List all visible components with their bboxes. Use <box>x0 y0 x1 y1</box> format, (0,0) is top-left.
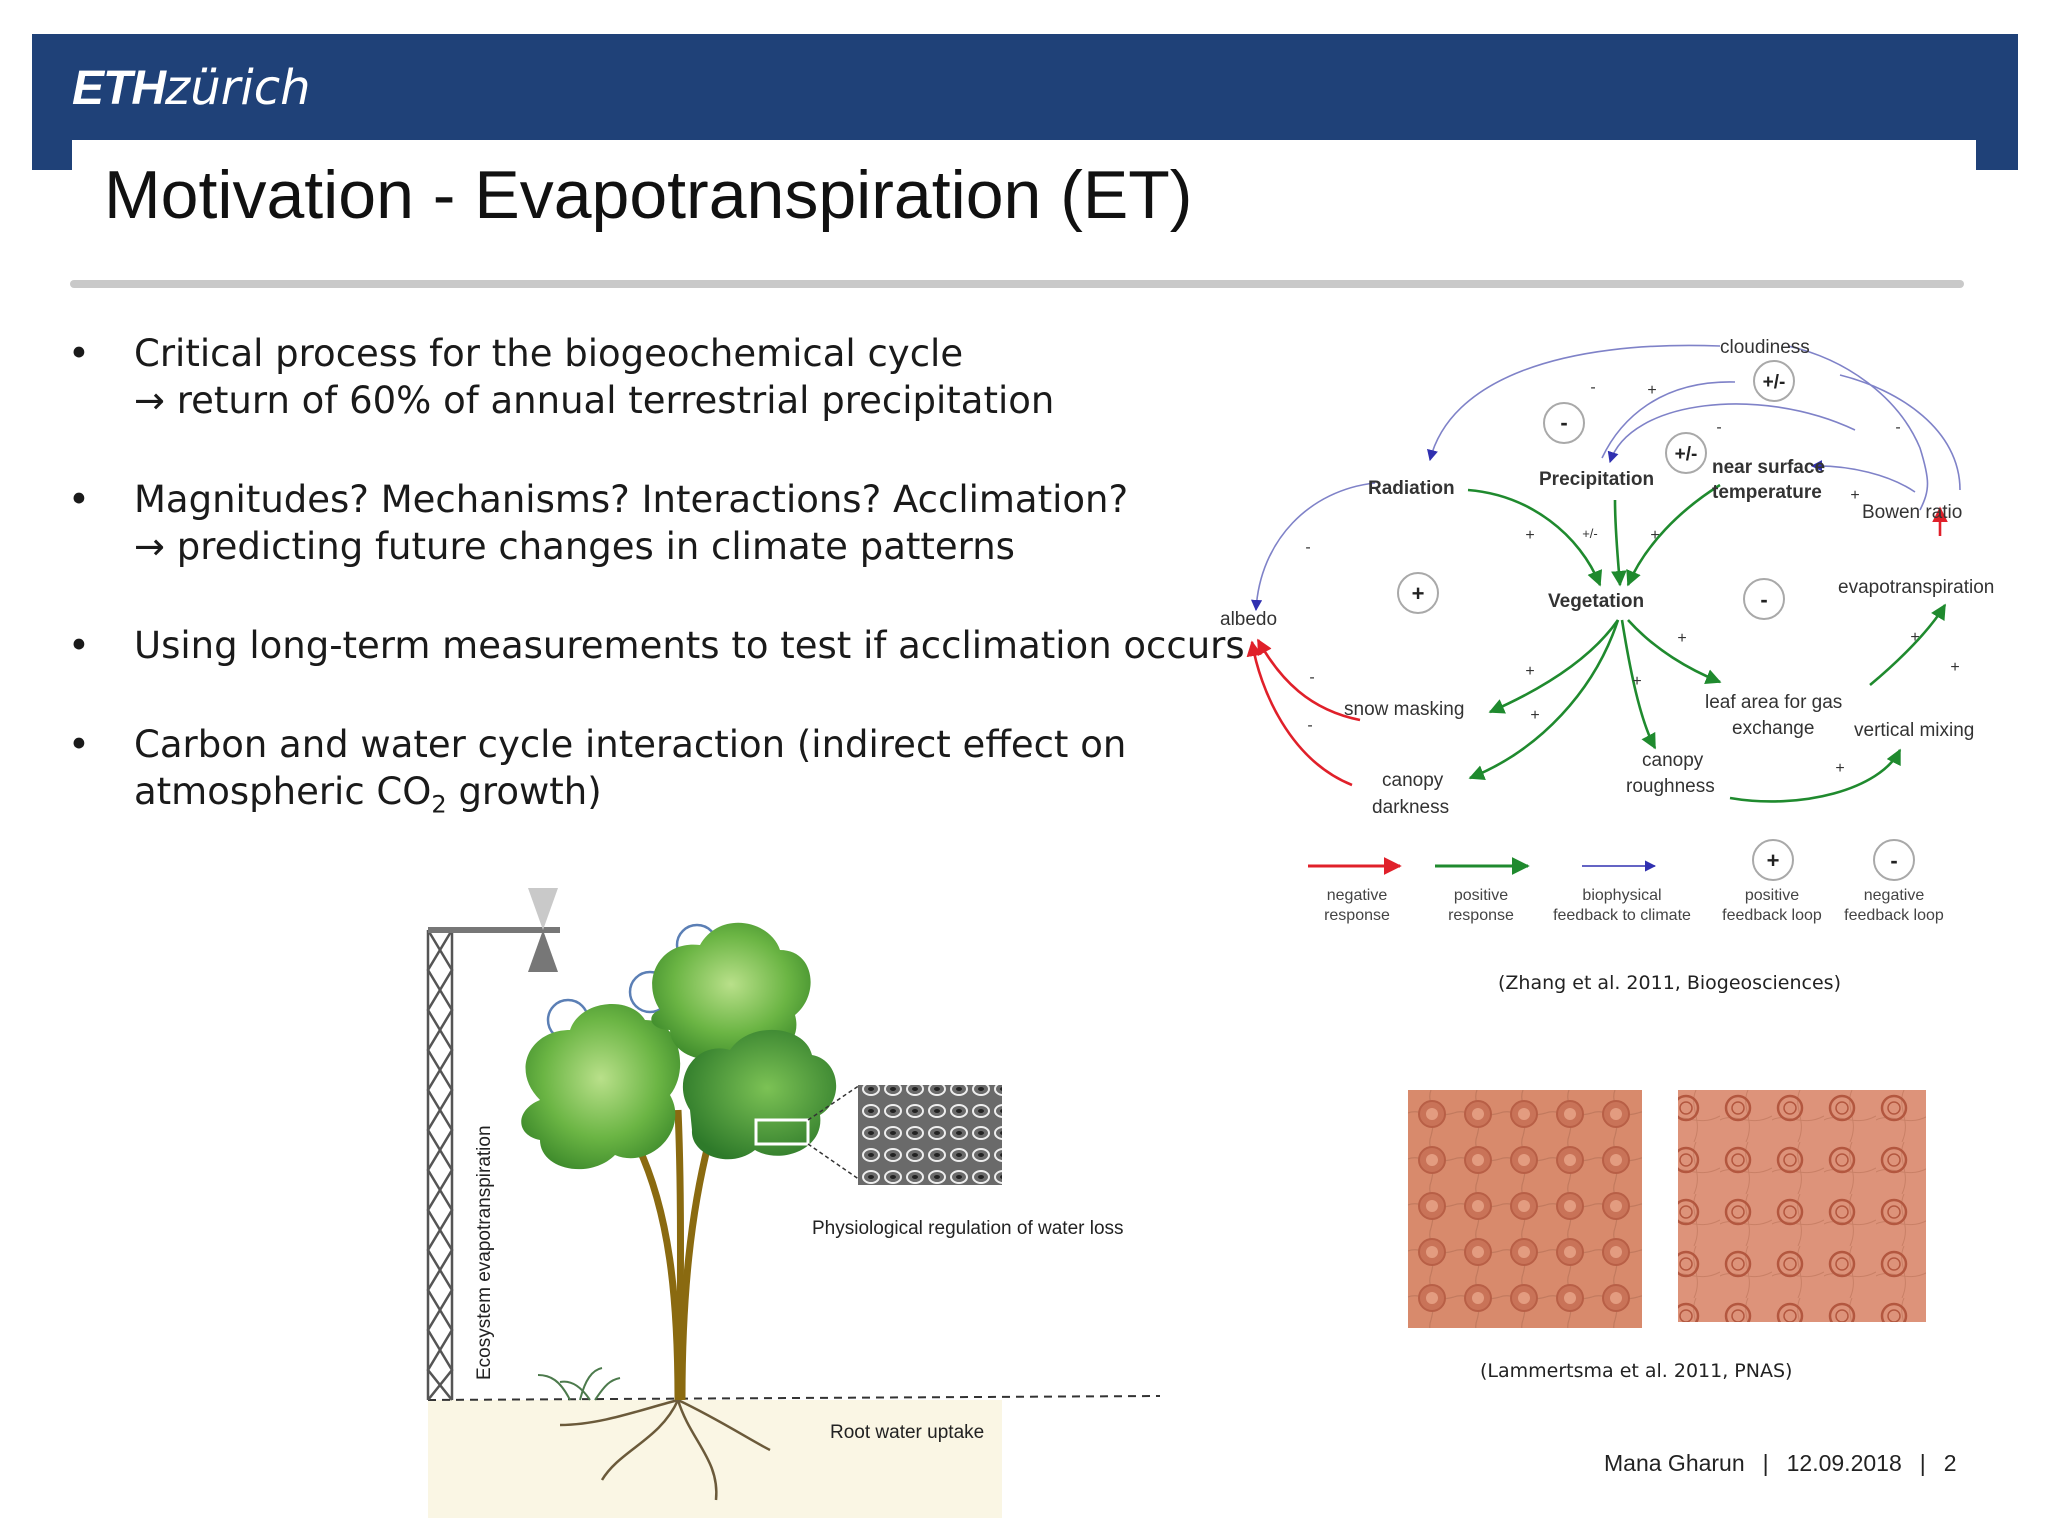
bullet-symbol: • <box>68 624 90 667</box>
bullet-item: • Critical process for the biogeochemica… <box>68 330 1208 424</box>
page-number: 2 <box>1943 1450 1957 1476</box>
svg-text:positive: positive <box>1745 887 1799 904</box>
lammertsma-citation: (Lammertsma et al. 2011, PNAS) <box>1480 1360 1793 1382</box>
eth-logo: ETHzürich <box>72 60 311 116</box>
svg-text:negative: negative <box>1327 887 1388 904</box>
svg-text:+: + <box>1950 659 1959 676</box>
root-uptake-label: Root water uptake <box>830 1422 984 1443</box>
node-radiation: Radiation <box>1368 478 1455 499</box>
diagram-nodes: cloudiness Radiation Precipitation near … <box>1220 337 1994 818</box>
node-albedo: albedo <box>1220 609 1277 630</box>
bullet-text: Critical process for the biogeochemical … <box>134 332 964 375</box>
svg-text:roughness: roughness <box>1626 776 1715 797</box>
node-near-surface: near surface <box>1712 457 1825 478</box>
node-canopy-darkness: canopy <box>1382 770 1444 791</box>
bullet-item: • Using long-term measurements to test i… <box>68 622 1245 669</box>
bullet-symbol: • <box>68 332 90 375</box>
bullet-symbol: • <box>68 723 90 766</box>
footer-date: 12.09.2018 <box>1786 1450 1902 1476</box>
svg-text:-: - <box>1560 410 1567 435</box>
node-precipitation: Precipitation <box>1539 469 1654 490</box>
svg-text:positive: positive <box>1454 887 1508 904</box>
bullet-text: Using long-term measurements to test if … <box>134 624 1245 667</box>
ecosystem-et-label: Ecosystem evapotranspiration <box>474 1125 495 1380</box>
ecosystem-illustration: Ecosystem evapotranspiration Physiologic… <box>426 888 1160 1518</box>
title-divider <box>70 280 1964 288</box>
feedback-diagram: +/- - +/- + - + - - + - - + - + +/- + + … <box>1220 337 1994 924</box>
svg-text:+/-: +/- <box>1763 372 1786 393</box>
positive-arrows <box>1467 483 1947 803</box>
bullet-text: Carbon and water cycle interaction (indi… <box>134 723 1127 766</box>
leaf-zoom-box <box>754 1118 810 1146</box>
loop-markers: +/- - +/- + - + - <box>1412 372 1898 873</box>
bullet-item: • Magnitudes? Mechanisms? Interactions? … <box>68 476 1208 570</box>
node-vegetation: Vegetation <box>1548 591 1644 612</box>
stomata-micrographs <box>1408 1090 1926 1328</box>
negative-arrows <box>1246 506 1948 787</box>
svg-text:+: + <box>1525 527 1534 544</box>
svg-text:+: + <box>1835 760 1844 777</box>
svg-text:-: - <box>1590 379 1595 396</box>
svg-text:+: + <box>1650 527 1659 544</box>
svg-text:-: - <box>1305 539 1310 556</box>
svg-text:+: + <box>1412 581 1425 606</box>
svg-text:-: - <box>1307 717 1312 734</box>
svg-text:exchange: exchange <box>1732 718 1814 739</box>
flux-tower <box>426 927 560 1401</box>
stomata-zoom-image <box>858 1085 1002 1185</box>
node-leaf-area: leaf area for gas <box>1705 692 1842 713</box>
node-cloudiness: cloudiness <box>1720 337 1810 358</box>
node-snow-masking: snow masking <box>1344 699 1464 720</box>
node-bowen-ratio: Bowen ratio <box>1862 502 1962 523</box>
svg-text:-: - <box>1716 419 1721 436</box>
soil-area <box>428 1400 1002 1518</box>
svg-text:-: - <box>1895 419 1900 436</box>
bullet-list: • Critical process for the biogeochemica… <box>68 330 1245 880</box>
svg-text:+: + <box>1910 629 1919 646</box>
svg-text:+/-: +/- <box>1675 444 1698 465</box>
node-evapotranspiration: evapotranspiration <box>1838 577 1994 598</box>
node-vertical-mixing: vertical mixing <box>1854 720 1974 741</box>
footer-author: Mana Gharun <box>1604 1450 1745 1476</box>
svg-text:+/-: +/- <box>1582 526 1598 541</box>
tree-canopy <box>521 922 837 1170</box>
bullet-text: Magnitudes? Mechanisms? Interactions? Ac… <box>134 478 1129 521</box>
svg-text:response: response <box>1448 907 1514 924</box>
svg-text:-: - <box>1890 848 1897 873</box>
svg-text:feedback to climate: feedback to climate <box>1553 907 1691 924</box>
zhang-citation: (Zhang et al. 2011, Biogeosciences) <box>1498 972 1841 994</box>
slide-footer: Mana Gharun|12.09.2018|2 <box>1604 1450 1957 1476</box>
svg-text:+: + <box>1632 673 1641 690</box>
physiological-label: Physiological regulation of water loss <box>812 1218 1124 1239</box>
svg-text:feedback loop: feedback loop <box>1722 907 1822 924</box>
svg-text:+: + <box>1850 487 1859 504</box>
svg-text:+: + <box>1677 630 1686 647</box>
sensor-icon <box>528 888 558 930</box>
slide-title: Motivation - Evapotranspiration (ET) <box>104 157 1193 233</box>
svg-text:+: + <box>1647 382 1656 399</box>
svg-text:feedback loop: feedback loop <box>1844 907 1944 924</box>
svg-text:negative: negative <box>1864 887 1925 904</box>
bullet-subtext: → return of 60% of annual terrestrial pr… <box>134 379 1055 422</box>
micrograph-right <box>1678 1090 1926 1322</box>
svg-text:-: - <box>1309 669 1314 686</box>
bullet-item: • Carbon and water cycle interaction (in… <box>68 721 1208 828</box>
svg-text:biophysical: biophysical <box>1582 887 1661 904</box>
svg-text:+: + <box>1525 663 1534 680</box>
diagram-legend: negative response positive response biop… <box>1308 857 1944 924</box>
svg-text:+: + <box>1530 707 1539 724</box>
svg-text:temperature: temperature <box>1712 482 1822 503</box>
svg-text:darkness: darkness <box>1372 797 1449 818</box>
biophysical-arrows <box>1250 344 1961 612</box>
bullet-symbol: • <box>68 478 90 521</box>
bullet-subtext: → predicting future changes in climate p… <box>134 525 1015 568</box>
svg-text:response: response <box>1324 907 1390 924</box>
micrograph-left <box>1408 1090 1642 1328</box>
svg-text:-: - <box>1760 587 1767 612</box>
node-canopy-roughness: canopy <box>1642 750 1704 771</box>
bullet-subtext: atmospheric CO2 growth) <box>134 770 602 819</box>
svg-text:+: + <box>1767 848 1780 873</box>
title-area <box>72 140 1976 280</box>
